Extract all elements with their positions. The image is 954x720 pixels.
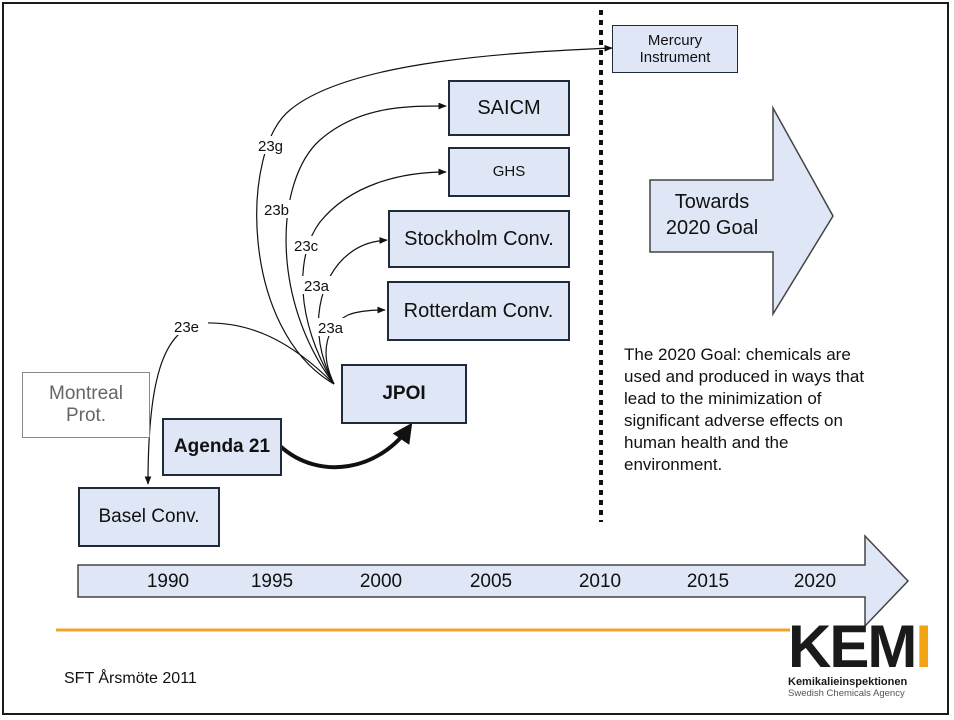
- connector-23a-rotterdam: [325, 306, 386, 385]
- basel-conv-label: Basel Conv.: [98, 506, 200, 528]
- label-23c: 23c: [294, 238, 319, 255]
- towards-goal-line1: Towards: [675, 191, 749, 213]
- ghs-box: GHS: [448, 147, 570, 197]
- ghs-label: GHS: [492, 163, 526, 181]
- logo-subtitle: Kemikalieinspektionen: [788, 676, 908, 688]
- logo-tagline: Swedish Chemicals Agency: [788, 688, 905, 699]
- mercury-instrument-label: Mercury Instrument: [639, 31, 711, 66]
- montreal-prot-label: Montreal Prot.: [49, 383, 123, 426]
- jpoi-label: JPOI: [382, 383, 426, 405]
- connector-23a-stockholm: [317, 237, 388, 385]
- mercury-instrument-box: Mercury Instrument: [612, 25, 738, 73]
- timeline-year: 2005: [470, 571, 512, 592]
- connector-23c: [302, 168, 447, 385]
- label-23b: 23b: [264, 202, 289, 219]
- jpoi-box: JPOI: [341, 364, 467, 424]
- agenda21-to-jpoi-arrow: [261, 422, 413, 470]
- timeline-arrow: [77, 534, 910, 628]
- timeline-year: 1995: [251, 571, 293, 592]
- rotterdam-conv-box: Rotterdam Conv.: [387, 281, 570, 341]
- stockholm-conv-box: Stockholm Conv.: [388, 210, 570, 268]
- towards-goal-line2: 2020 Goal: [666, 217, 758, 239]
- montreal-prot-box: Montreal Prot.: [22, 372, 150, 438]
- agenda21-box: Agenda 21: [162, 418, 282, 476]
- saicm-label: SAICM: [477, 96, 541, 119]
- label-23e: 23e: [174, 319, 199, 336]
- label-23a-rotterdam: 23a: [318, 320, 344, 337]
- timeline-year: 2020: [794, 571, 836, 592]
- label-23g: 23g: [258, 138, 283, 155]
- connector-23b: [285, 102, 447, 385]
- agenda21-label: Agenda 21: [173, 436, 271, 458]
- timeline-year: 2010: [579, 571, 621, 592]
- stockholm-conv-label: Stockholm Conv.: [404, 227, 554, 250]
- timeline-year: 2015: [687, 571, 729, 592]
- kemi-logo: KEMI Kemikalieinspektionen Swedish Chemi…: [788, 613, 938, 700]
- towards-goal-arrow: [649, 105, 834, 317]
- connector-23g: [256, 44, 613, 385]
- basel-conv-box: Basel Conv.: [78, 487, 220, 547]
- goal-description: The 2020 Goal: chemicals are used and pr…: [624, 345, 865, 474]
- logo-wordmark: KEMI: [788, 613, 932, 680]
- label-23a-stockholm: 23a: [304, 278, 330, 295]
- timeline-year: 1990: [147, 571, 189, 592]
- footer-text: SFT Årsmöte 2011: [64, 670, 197, 687]
- timeline-year: 2000: [360, 571, 402, 592]
- saicm-box: SAICM: [448, 80, 570, 136]
- rotterdam-conv-label: Rotterdam Conv.: [403, 299, 554, 322]
